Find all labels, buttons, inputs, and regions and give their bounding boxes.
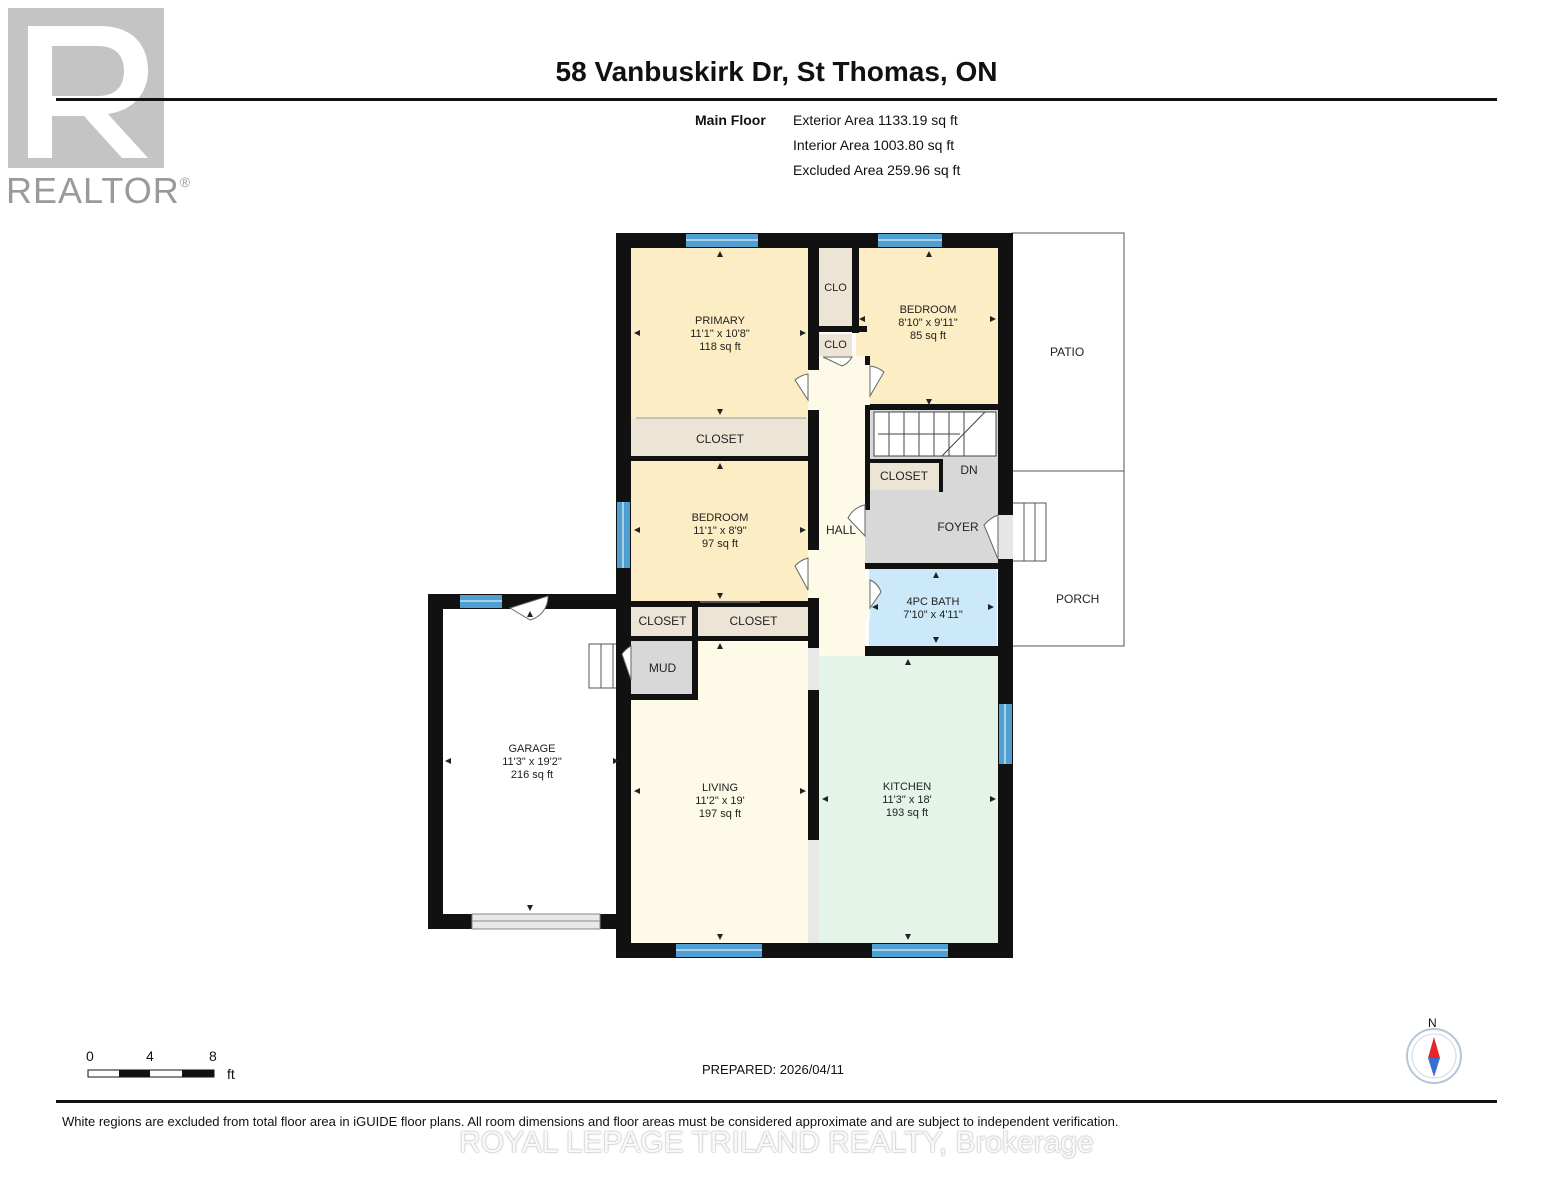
- room-area: 193 sq ft: [885, 807, 929, 819]
- room-name: 4PC BATH: [906, 596, 960, 608]
- patio-label: PATIO: [1050, 345, 1085, 359]
- closet-label-mud: CLOSET: [638, 614, 687, 628]
- clo-1: [819, 248, 852, 328]
- room-name: PRIMARY: [695, 315, 745, 327]
- window-lines: [460, 239, 1006, 951]
- porch-steps: [1011, 502, 1047, 562]
- scale-tick-0: 0: [86, 1048, 94, 1064]
- primary-room: [631, 248, 809, 418]
- walls: [428, 233, 1013, 958]
- scale-unit: ft: [227, 1066, 235, 1082]
- closet-label-bedroom: CLOSET: [729, 614, 778, 628]
- room-bath: 4PC BATH 7'10" x 4'11": [873, 596, 993, 622]
- room-name: GARAGE: [508, 743, 556, 755]
- room-name: BEDROOM: [899, 304, 957, 316]
- prepared-date: PREPARED: 2026/04/11: [702, 1062, 844, 1077]
- scale-tick-4: 4: [146, 1048, 154, 1064]
- primary-closet: [631, 418, 809, 456]
- room-area: 216 sq ft: [510, 769, 554, 781]
- room-dims: 11'1" x 8'9": [693, 525, 747, 537]
- stairs: [873, 411, 997, 457]
- bedroom-w-room: [631, 460, 809, 602]
- room-dims: 8'10" x 9'11": [898, 317, 958, 329]
- room-name: LIVING: [701, 782, 739, 794]
- room-primary: PRIMARY 11'1" x 10'8" 118 sq ft: [660, 315, 780, 354]
- room-dims: 7'10" x 4'11": [903, 609, 963, 621]
- door-swings: [508, 356, 999, 681]
- room-garage: GARAGE 11'3" x 19'2" 216 sq ft: [472, 743, 592, 782]
- closet-label-primary: CLOSET: [695, 432, 744, 446]
- room-living: LIVING 11'2" x 19' 197 sq ft: [660, 782, 780, 821]
- room-area: 97 sq ft: [701, 538, 739, 550]
- foyer-closet: [869, 463, 939, 490]
- dn-label: DN: [960, 463, 978, 477]
- exterior-area: Exterior Area 1133.19 sq ft: [793, 112, 958, 128]
- bedroom-ne-room: [856, 248, 999, 408]
- mud-closet: [631, 606, 694, 637]
- room-dims: 11'3" x 19'2": [502, 756, 562, 768]
- footer-disclaimer: White regions are excluded from total fl…: [62, 1114, 1119, 1129]
- bedroom-closet: [698, 606, 809, 637]
- excluded-area: Excluded Area 259.96 sq ft: [793, 162, 961, 178]
- clo-label-2: CLO: [824, 339, 847, 351]
- porch-label: PORCH: [1056, 592, 1100, 606]
- room-bedroom-w: BEDROOM 11'1" x 8'9" 97 sq ft: [660, 512, 780, 551]
- room-dims: 11'1" x 10'8": [690, 328, 750, 340]
- dimension-arrows: [445, 251, 996, 940]
- realtor-wordmark: REALTOR®: [6, 170, 191, 212]
- room-dims: 11'2" x 19': [695, 795, 745, 807]
- kitchen-room: [819, 656, 999, 943]
- realtor-logo: [8, 8, 164, 168]
- mud-label: MUD: [648, 661, 677, 675]
- room-kitchen: KITCHEN 11'3" x 18' 193 sq ft: [847, 781, 967, 820]
- registered-mark: ®: [179, 174, 192, 190]
- room-area: 85 sq ft: [909, 330, 947, 342]
- closet-label-foyer: CLOSET: [879, 469, 928, 483]
- clo-label-1: CLO: [824, 282, 847, 294]
- page-title: 58 Vanbuskirk Dr, St Thomas, ON: [555, 56, 998, 87]
- room-dims: 11'3" x 18': [882, 794, 932, 806]
- room-name: BEDROOM: [691, 512, 749, 524]
- interior-area: Interior Area 1003.80 sq ft: [793, 137, 955, 153]
- compass: [1406, 1028, 1462, 1084]
- room-name: KITCHEN: [882, 781, 932, 793]
- floor-label: Main Floor: [695, 112, 766, 128]
- header-divider: [56, 98, 1497, 101]
- compass-north-label: N: [1428, 1016, 1437, 1030]
- bath-room: [869, 569, 997, 646]
- room-area: 118 sq ft: [699, 341, 741, 353]
- brokerage-watermark: ROYAL LEPAGE TRILAND REALTY, Brokerage: [459, 1126, 1094, 1159]
- hall-label: HALL: [825, 523, 857, 537]
- clo-2: [819, 334, 852, 356]
- room-area: 197 sq ft: [698, 808, 742, 820]
- room-bedroom-ne: BEDROOM 8'10" x 9'11" 85 sq ft: [868, 304, 988, 343]
- scale-bar: [87, 1069, 215, 1078]
- foyer-label: FOYER: [937, 520, 979, 534]
- realtor-brand-text: REALTOR: [6, 170, 180, 211]
- scale-tick-8: 8: [209, 1048, 217, 1064]
